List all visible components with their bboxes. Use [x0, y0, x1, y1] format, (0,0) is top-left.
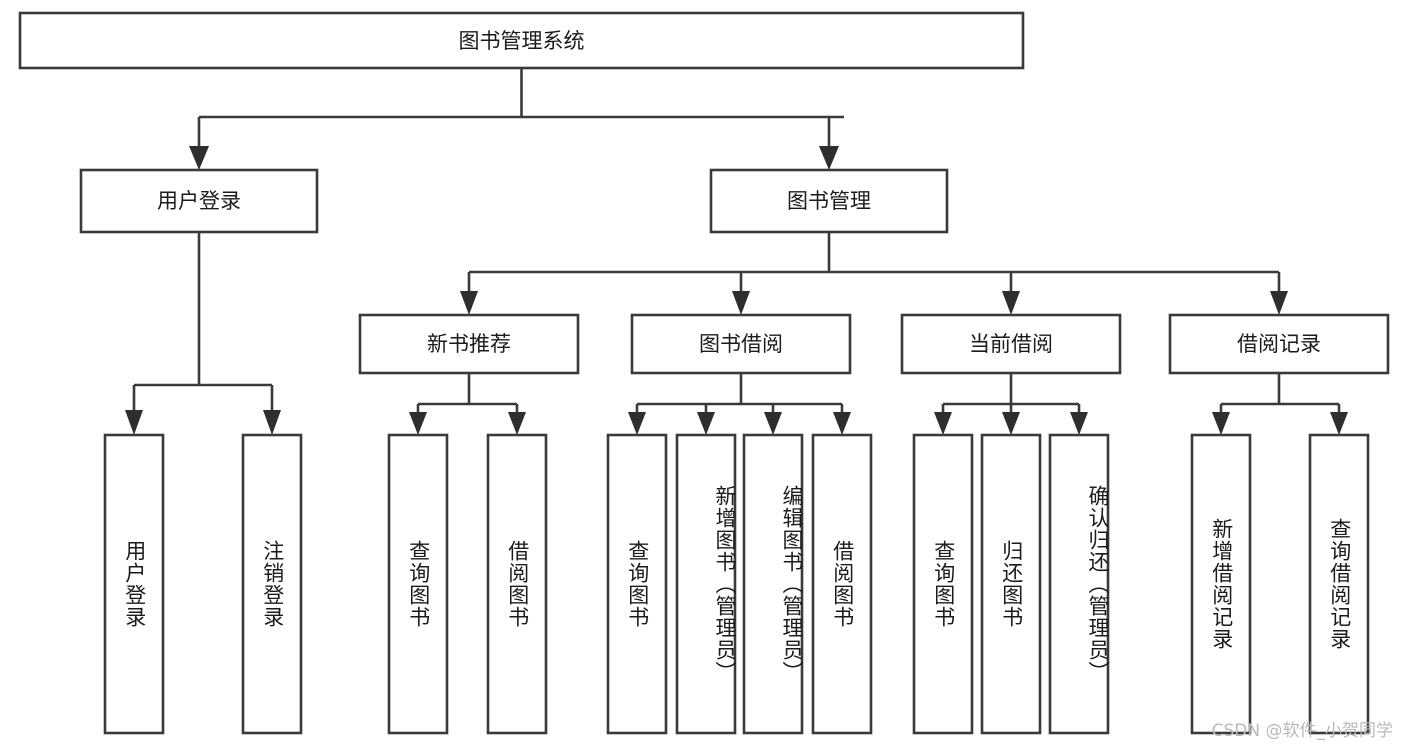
- node-root-box[interactable]: [18, 11, 1025, 70]
- node-leaf-user-login-box[interactable]: [103, 433, 165, 735]
- node-new-book-rec-label: 新书推荐: [427, 332, 511, 356]
- node-book-borrow[interactable]: 图书借阅: [630, 313, 852, 375]
- node-leaf-borrow-book-2-box[interactable]: [811, 433, 873, 735]
- node-leaf-edit-book-box[interactable]: [742, 433, 804, 735]
- node-leaf-add-record-box[interactable]: [1190, 433, 1252, 735]
- arrow-head-leaf-add-book: [697, 412, 715, 435]
- node-book-mgmt-box[interactable]: [709, 168, 949, 234]
- arrow-head-leaf-edit-book: [764, 412, 782, 435]
- node-leaf-logout-login-box[interactable]: [241, 433, 303, 735]
- arrow-head-current-borrow: [1002, 291, 1020, 315]
- node-user-login-box[interactable]: [79, 168, 319, 234]
- node-borrow-record-box[interactable]: [1168, 313, 1390, 375]
- csdn-watermark: CSDN @软件_小贺同学: [1211, 721, 1393, 741]
- node-book-mgmt[interactable]: 图书管理: [709, 168, 949, 234]
- node-leaf-query-record-box[interactable]: [1308, 433, 1370, 735]
- node-leaf-query-book-1-box[interactable]: [387, 433, 449, 735]
- arrow-head-leaf-logout-login: [263, 410, 281, 435]
- node-current-borrow-box[interactable]: [900, 313, 1122, 375]
- node-book-borrow-label: 图书借阅: [699, 332, 783, 356]
- connector-group: [125, 68, 1348, 435]
- arrow-head-borrow-record: [1270, 291, 1288, 315]
- arrow-head-leaf-borrow-book-1: [508, 412, 526, 435]
- node-leaf-query-book-2-box[interactable]: [606, 433, 668, 735]
- node-borrow-record-label: 借阅记录: [1237, 332, 1321, 356]
- node-new-book-rec-box[interactable]: [358, 313, 580, 375]
- arrow-head-book-mgmt: [819, 146, 839, 170]
- node-user-login-label: 用户登录: [157, 189, 241, 213]
- arrow-head-book-borrow: [732, 291, 750, 315]
- node-book-mgmt-label: 图书管理: [787, 189, 871, 213]
- node-leaf-borrow-book-1-box[interactable]: [486, 433, 548, 735]
- arrow-head-new-book-rec: [460, 291, 478, 315]
- node-current-borrow[interactable]: 当前借阅: [900, 313, 1122, 375]
- node-borrow-record[interactable]: 借阅记录: [1168, 313, 1390, 375]
- arrow-head-leaf-return-book: [1002, 412, 1020, 435]
- arrow-head-leaf-add-record: [1212, 412, 1230, 435]
- arrow-head-leaf-query-record: [1330, 412, 1348, 435]
- arrow-head-leaf-query-book-3: [934, 412, 952, 435]
- arrow-head-leaf-confirm-return: [1070, 412, 1088, 435]
- node-current-borrow-label: 当前借阅: [969, 332, 1053, 356]
- node-root[interactable]: 图书管理系统: [18, 11, 1025, 70]
- node-leaf-return-book-box[interactable]: [980, 433, 1042, 735]
- node-leaf-add-book-box[interactable]: [675, 433, 737, 735]
- arrow-head-leaf-query-book-1: [409, 412, 427, 435]
- node-book-borrow-box[interactable]: [630, 313, 852, 375]
- node-root-label: 图书管理系统: [459, 29, 585, 53]
- node-user-login[interactable]: 用户登录: [79, 168, 319, 234]
- arrow-head-user-login: [189, 146, 209, 170]
- arrow-head-leaf-query-book-2: [628, 412, 646, 435]
- node-leaf-confirm-return-box[interactable]: [1048, 433, 1110, 735]
- node-new-book-rec[interactable]: 新书推荐: [358, 313, 580, 375]
- leaf-boxes-group: [103, 433, 1370, 735]
- node-leaf-query-book-3-box[interactable]: [912, 433, 974, 735]
- arrow-head-leaf-borrow-book-2: [833, 412, 851, 435]
- arrow-head-leaf-user-login: [125, 410, 143, 435]
